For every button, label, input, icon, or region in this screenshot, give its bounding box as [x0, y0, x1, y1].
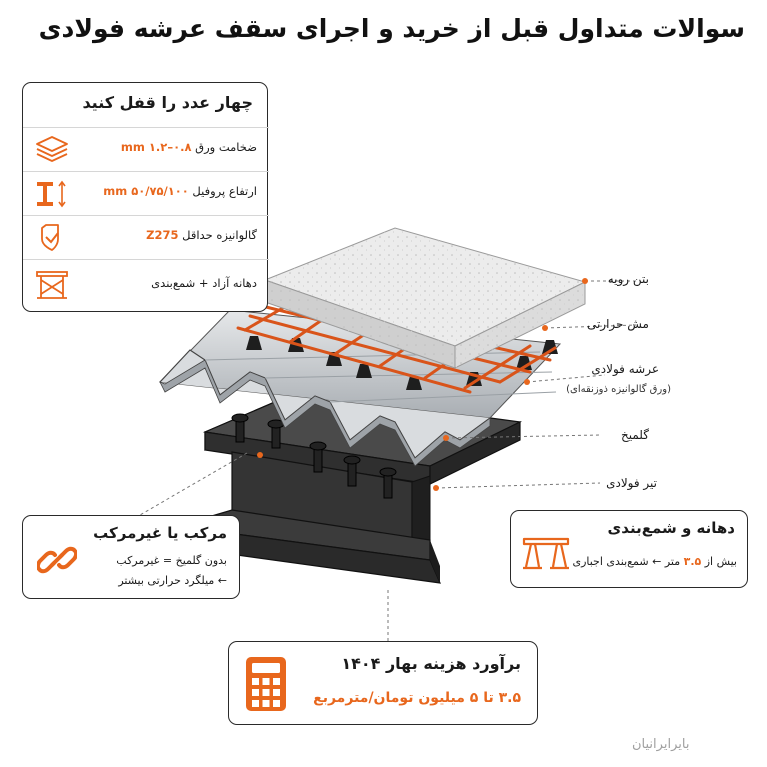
- composite-line-1: بدون گلمیخ = غیرمرکب: [116, 554, 227, 567]
- label-concrete: بتن رویه: [607, 272, 649, 286]
- spec-row-galvanize: گالوانیزه حداقل Z275: [23, 215, 269, 259]
- span-shoring-card: دهانه و شمع‌بندی بیش از ۳.۵ متر ← شمع‌بن…: [510, 510, 748, 588]
- cost-unit: میلیون تومان/مترمربع: [313, 690, 465, 706]
- shoring-table-icon: [522, 537, 570, 570]
- spec-label-galvanize: گالوانیزه حداقل: [182, 228, 257, 242]
- spec-value-height: ۵۰/۷۵/۱۰۰ mm: [103, 184, 189, 198]
- spec-value-thickness: ۰.۸–۱.۲ mm: [120, 140, 192, 154]
- span-value: ۳.۵: [683, 555, 702, 568]
- calculator-icon: [246, 657, 286, 711]
- leader-lines: [139, 280, 637, 641]
- spec-value-galvanize: Z275: [146, 228, 179, 242]
- label-beam: تیر فولادی: [606, 476, 657, 490]
- rebar-chairs-shape: [246, 336, 558, 390]
- span-card-line: بیش از ۳.۵ متر ← شمع‌بندی اجباری: [572, 555, 737, 568]
- composite-card: مرکب یا غیرمرکب بدون گلمیخ = غیرمرکب ← م…: [22, 515, 240, 599]
- cost-card-title: برآورد هزینه بهار ۱۴۰۴: [341, 654, 521, 673]
- composite-line-2: ← میلگرد حرارتی بیشتر: [118, 574, 227, 587]
- spec-row-span: دهانه آزاد + شمع‌بندی: [23, 259, 269, 313]
- concrete-slab-shape: [263, 227, 587, 369]
- leader-dots: [257, 278, 588, 491]
- cost-value-a: ۳.۵: [498, 690, 521, 706]
- span-prefix: بیش از: [704, 555, 737, 568]
- spec-label-thickness: ضخامت ورق: [195, 140, 257, 154]
- spec-row-height: ارتفاع پروفیل ۵۰/۷۵/۱۰۰ mm: [23, 171, 269, 215]
- watermark: بایرایرانیان: [632, 737, 690, 752]
- spec-label-height: ارتفاع پروفیل: [192, 184, 257, 198]
- shield-check-icon: [41, 224, 59, 251]
- shoring-frame-icon: [36, 271, 68, 299]
- span-card-title: دهانه و شمع‌بندی: [607, 519, 735, 537]
- shear-studs-shape: [231, 413, 397, 499]
- spec-row-thickness: ضخامت ورق ۰.۸–۱.۲ mm: [23, 127, 269, 171]
- page-title: سوالات متداول قبل از خرید و اجرای سقف عر…: [38, 14, 745, 43]
- label-deck-sub: (ورق گالوانیزه ذوزنقه‌ای): [566, 384, 671, 395]
- label-studs: گلمیخ: [621, 428, 649, 442]
- layered-sheets-icon: [36, 136, 68, 162]
- spec-card-title: چهار عدد را قفل کنید: [82, 93, 253, 112]
- label-mesh: مش حرارتی: [586, 317, 649, 331]
- cost-joiner: تا: [483, 690, 494, 706]
- span-suffix: متر ← شمع‌بندی اجباری: [572, 555, 681, 568]
- label-deck: عرشه فولادی: [591, 362, 659, 376]
- cost-value-b: ۵: [469, 690, 479, 706]
- spec-label-span: دهانه آزاد + شمع‌بندی: [151, 276, 257, 290]
- cost-card-line: ۳.۵ تا ۵ میلیون تومان/مترمربع: [313, 690, 521, 706]
- chain-link-icon: [37, 546, 77, 574]
- spec-card: چهار عدد را قفل کنید ضخامت ورق ۰.۸–۱.۲ m…: [22, 82, 269, 313]
- composite-card-title: مرکب یا غیرمرکب: [93, 524, 227, 542]
- i-beam-height-icon: [37, 180, 66, 208]
- cost-card: برآورد هزینه بهار ۱۴۰۴ ۳.۵ تا ۵ میلیون ت…: [228, 641, 538, 725]
